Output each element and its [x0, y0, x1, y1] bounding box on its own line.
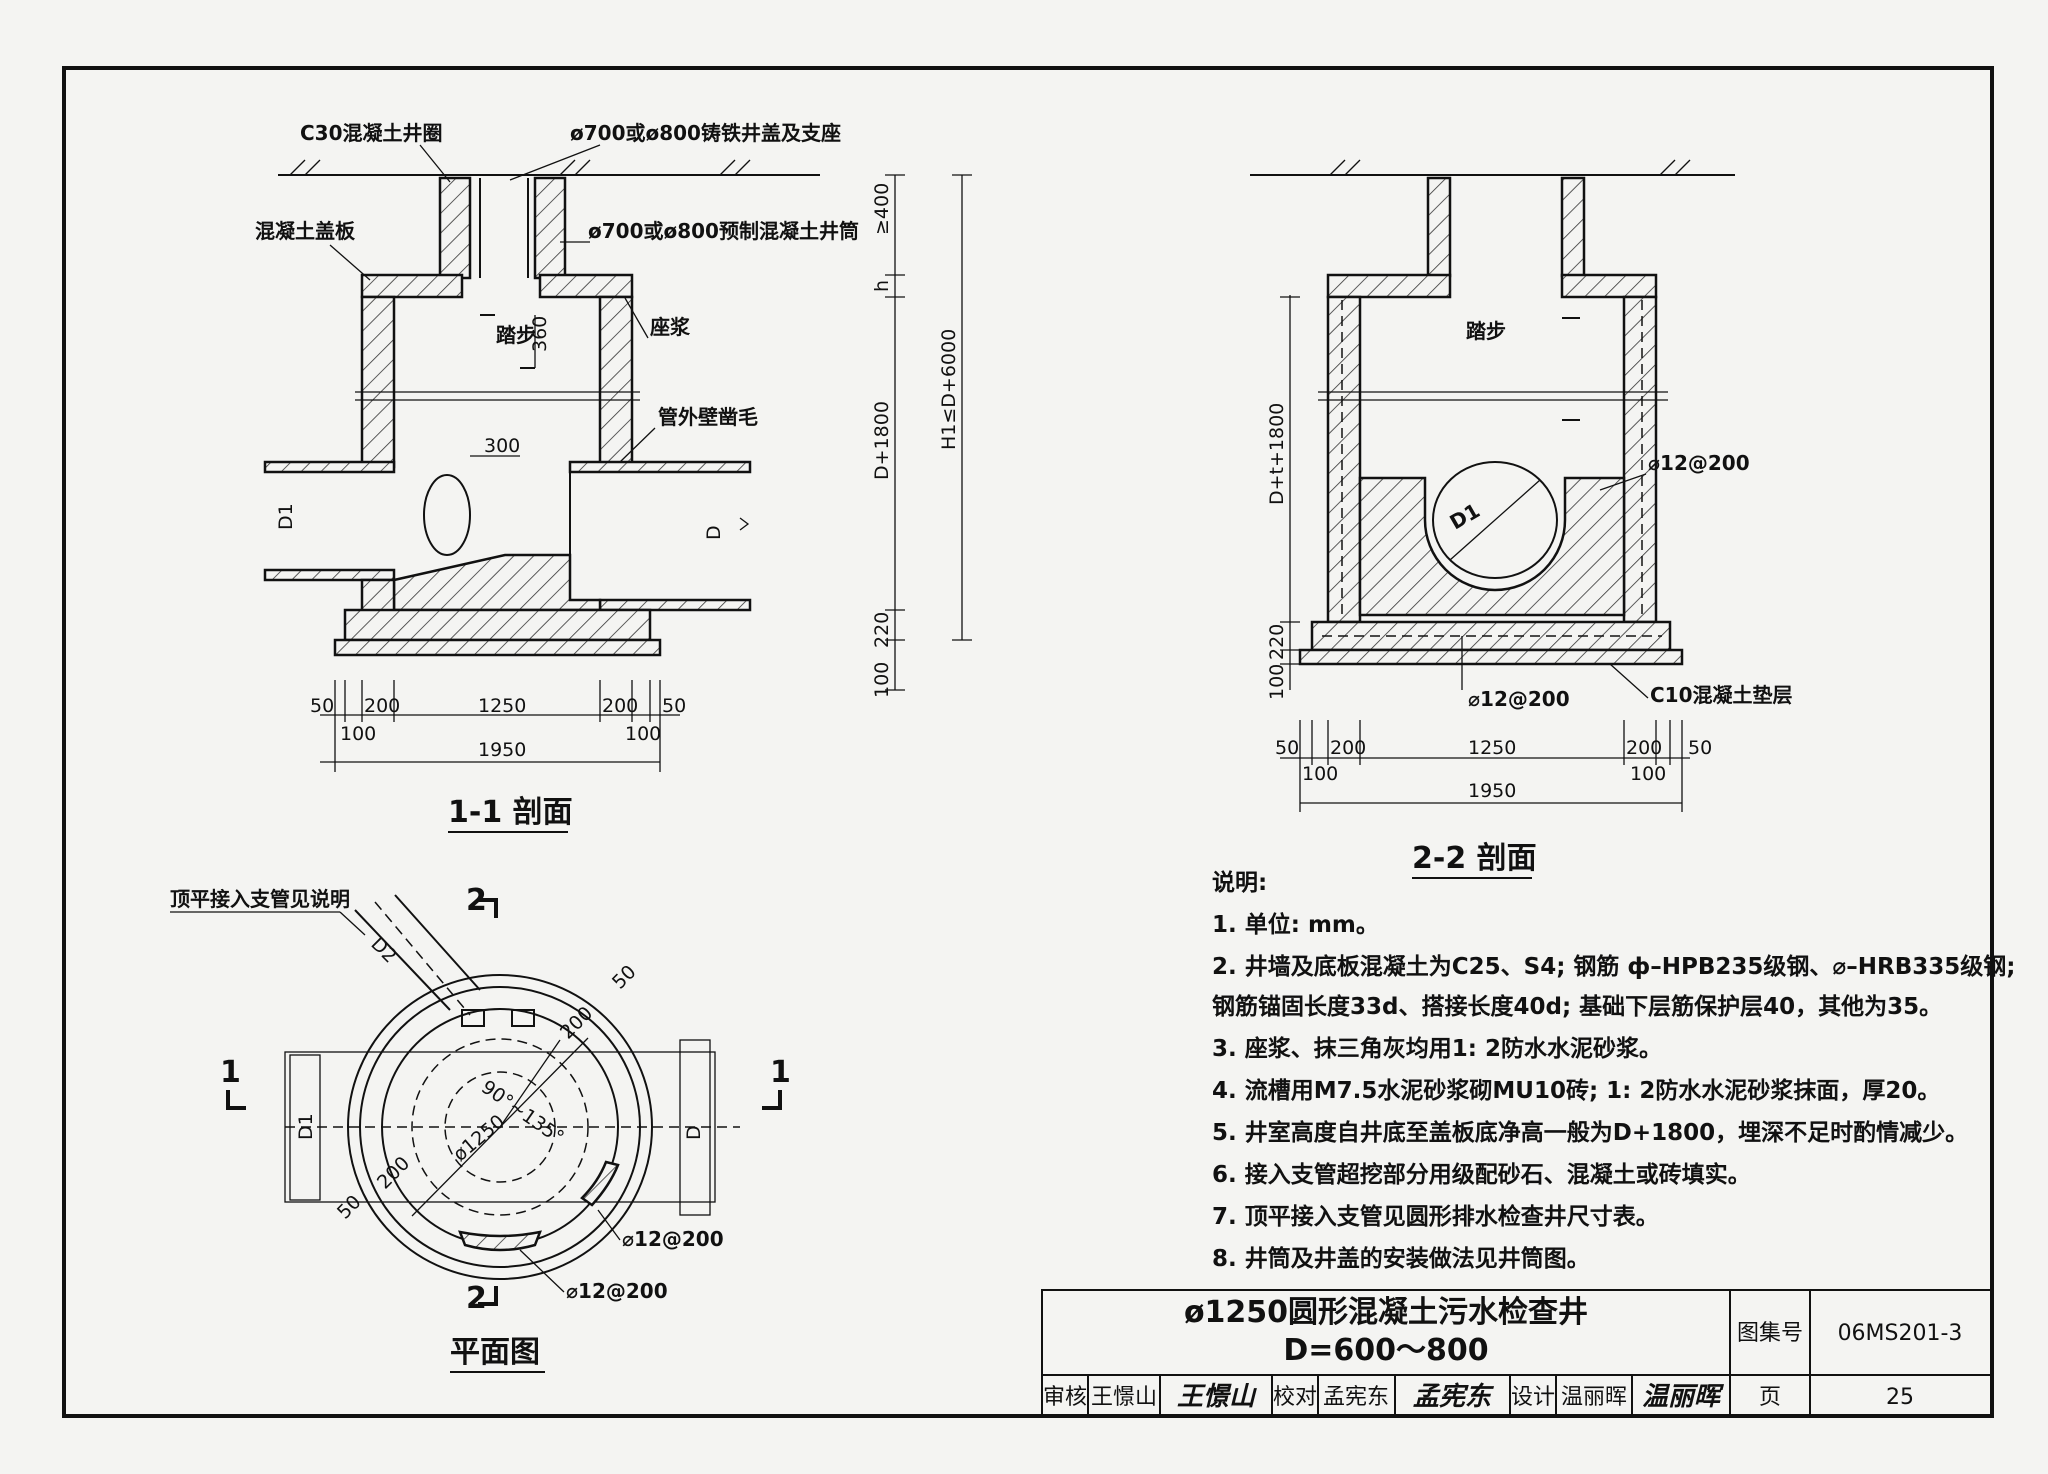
dim-2-2-w1250: 1250: [1468, 737, 1516, 759]
tb-designer: 温丽晖: [1561, 1385, 1627, 1410]
label-step: 踏步: [496, 323, 536, 347]
dim-base1: 220: [871, 612, 893, 648]
label-mortar: 座浆: [650, 315, 691, 339]
dim-offset: 300: [484, 435, 520, 457]
dim-2-2-w100b: 100: [1630, 763, 1666, 785]
tb-page-label: 页: [1759, 1385, 1781, 1410]
label-ring: C30混凝土井圈: [300, 121, 443, 145]
notes-heading: 说明:: [1212, 869, 1267, 896]
tb-title-2: D=600～800: [1283, 1333, 1488, 1368]
dim-2-2-w100a: 100: [1302, 763, 1338, 785]
dim-2-2-base1: 220: [1266, 624, 1288, 660]
tb-checker: 孟宪东: [1323, 1385, 1389, 1410]
notes: 说明: 1. 单位: mm。 2. 井墙及底板混凝土为C25、S4; 钢筋 ф–…: [1212, 869, 2015, 1272]
tb-checker-signature: 孟宪东: [1413, 1382, 1495, 1412]
sheet-border: [62, 66, 1994, 1418]
plan-d2: D2: [366, 933, 400, 967]
plan-r200b: 200: [373, 1152, 414, 1193]
dim-w50a: 50: [310, 695, 334, 717]
label-2-2-cushion: C10混凝土垫层: [1650, 683, 1793, 707]
dim-base2: 100: [871, 662, 893, 698]
dim-2-2-w50a: 50: [1275, 737, 1299, 759]
label-pipe-wall: 管外壁凿毛: [658, 405, 758, 429]
dim-w200b: 200: [602, 695, 638, 717]
dim-2-2-w200b: 200: [1626, 737, 1662, 759]
label-2-2-d1: D1: [1446, 498, 1484, 534]
note-1: 1. 单位: mm。: [1212, 911, 1379, 938]
dim-2-2-chamber: D+t+1800: [1266, 403, 1288, 505]
cut-2-bottom: 2: [466, 1281, 487, 1316]
label-2-2-rebar-wall: ⌀12@200: [1648, 451, 1750, 475]
dim-total: H1≤D+6000: [938, 329, 960, 450]
plan-dia: ø1250: [449, 1110, 509, 1165]
dim-w100a: 100: [340, 723, 376, 745]
tb-designer-signature: 温丽晖: [1642, 1382, 1725, 1412]
dim-w100b: 100: [625, 723, 661, 745]
dim-h: h: [871, 280, 893, 292]
section-1-1-title: 1-1 剖面: [448, 795, 573, 830]
label-shaft: ø700或ø800预制混凝土井筒: [588, 219, 859, 243]
label-branch: 顶平接入支管见说明: [170, 887, 350, 911]
dim-d: D: [703, 525, 725, 540]
dim-chamber: D+1800: [871, 401, 893, 480]
plan-d: D: [683, 1125, 705, 1140]
dim-2-2-w200a: 200: [1330, 737, 1366, 759]
dim-2-2-w50b: 50: [1688, 737, 1712, 759]
plan-d1: D1: [295, 1113, 317, 1140]
section-2-2-title: 2-2 剖面: [1412, 841, 1537, 876]
plan-view: 1 1 2 2 顶平接入支管见说明 D2 D1 D 50 200 90°~135…: [170, 883, 791, 1373]
dim-step-gap: 360: [529, 316, 551, 352]
label-2-2-step: 踏步: [1466, 319, 1506, 343]
dim-2-2-w1950: 1950: [1468, 780, 1516, 802]
dim-top: ≥400: [871, 183, 893, 235]
dim-w1950: 1950: [478, 739, 526, 761]
label-2-2-rebar-base: ⌀12@200: [1468, 687, 1570, 711]
tb-review-label: 审核: [1043, 1385, 1087, 1410]
plan-rebar2: ⌀12@200: [566, 1279, 668, 1303]
dim-w200a: 200: [364, 695, 400, 717]
dim-d1: D1: [275, 503, 297, 530]
plan-title: 平面图: [450, 1335, 540, 1370]
dim-2-2-base2: 100: [1266, 664, 1288, 700]
note-4: 4. 流槽用M7.5水泥砂浆砌MU10砖; 1: 2防水水泥砂浆抹面，厚20。: [1212, 1077, 1940, 1104]
section-2-2: D1 踏步 ⌀12@200 ⌀12@200 C10混凝土垫层 D+t+1800 …: [1250, 159, 1793, 879]
cut-2-top: 2: [466, 883, 487, 918]
dim-w1250: 1250: [478, 695, 526, 717]
tb-atlas-no: 06MS201-3: [1838, 1321, 1963, 1346]
plan-rebar1: ⌀12@200: [622, 1227, 724, 1251]
note-7: 7. 顶平接入支管见圆形排水检查井尺寸表。: [1212, 1203, 1659, 1230]
tb-reviewer: 王憬山: [1091, 1385, 1157, 1410]
tb-atlas-label: 图集号: [1737, 1321, 1803, 1346]
label-slab: 混凝土盖板: [255, 219, 356, 243]
tb-reviewer-signature: 王憬山: [1177, 1382, 1257, 1412]
section-1-1: C30混凝土井圈 ø700或ø800铸铁井盖及支座 混凝土盖板 ø700或ø80…: [255, 121, 972, 833]
label-cover: ø700或ø800铸铁井盖及支座: [570, 121, 841, 145]
cut-1-left: 1: [220, 1055, 241, 1090]
plan-r50a: 50: [608, 961, 641, 994]
note-2: 2. 井墙及底板混凝土为C25、S4; 钢筋 ф–HPB235级钢、⌀–HRB3…: [1212, 953, 2015, 980]
tb-page-no: 25: [1886, 1385, 1914, 1410]
plan-r200a: 200: [556, 1002, 597, 1043]
dim-w50b: 50: [662, 695, 686, 717]
note-6: 6. 接入支管超挖部分用级配砂石、混凝土或砖填实。: [1212, 1161, 1751, 1188]
title-block: ø1250圆形混凝土污水检查井 D=600～800 图集号 06MS201-3 …: [1041, 1289, 1993, 1417]
cut-1-right: 1: [770, 1055, 791, 1090]
note-8: 8. 井筒及井盖的安装做法见井筒图。: [1212, 1245, 1590, 1272]
tb-check-label: 校对: [1273, 1385, 1317, 1410]
tb-design-label: 设计: [1511, 1385, 1555, 1410]
plan-r50b: 50: [333, 1191, 366, 1224]
tb-title-1: ø1250圆形混凝土污水检查井: [1184, 1295, 1588, 1330]
note-3: 3. 座浆、抹三角灰均用1: 2防水水泥砂浆。: [1212, 1035, 1662, 1062]
note-5: 5. 井室高度自井底至盖板底净高一般为D+1800，埋深不足时酌情减少。: [1212, 1119, 1968, 1146]
note-2b: 钢筋锚固长度33d、搭接长度40d; 基础下层筋保护层40，其他为35。: [1212, 993, 1942, 1020]
